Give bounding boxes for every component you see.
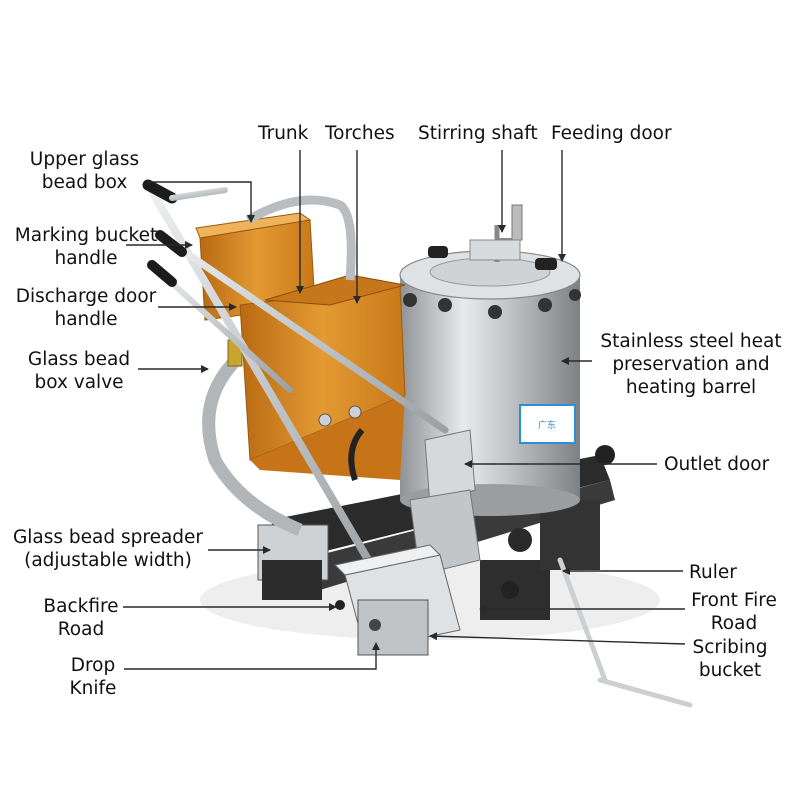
leader-drop-knife	[124, 642, 380, 670]
label-glass-bead-spreader: Glass bead spreader (adjustable width)	[12, 527, 204, 571]
label-stirring-shaft: Stirring shaft	[418, 123, 538, 144]
outlet-scribing-assembly	[333, 429, 481, 656]
label-outlet-door: Outlet door	[664, 454, 770, 475]
label-front-fire-road: Front Fire Road	[691, 590, 777, 634]
label-scribing-bucket: Scribing bucket	[692, 637, 768, 681]
label-marking-bucket-handle: Marking bucket handle	[14, 225, 158, 269]
leader-upper-glass-bead-box	[147, 181, 255, 223]
label-ruler: Ruler	[689, 562, 737, 583]
label-trunk: Trunk	[258, 123, 309, 144]
barrel-brand-plate: 广东	[538, 419, 556, 431]
leader-scribing-bucket	[429, 632, 686, 645]
label-stainless-barrel: Stainless steel heat preservation and he…	[600, 331, 782, 398]
label-drop-knife: Drop Knife	[69, 655, 117, 699]
glass-bead-hose	[202, 353, 303, 536]
stirring-shaft-crank	[469, 204, 523, 262]
label-feeding-door: Feeding door	[551, 123, 672, 144]
label-upper-glass-bead-box: Upper glass bead box	[29, 149, 140, 193]
label-torches: Torches	[325, 123, 395, 144]
trunk-pipe	[245, 195, 356, 281]
handle-rods	[142, 179, 693, 708]
label-discharge-door-handle: Discharge door handle	[15, 286, 157, 330]
label-glass-bead-box-valve: Glass bead box valve	[27, 349, 131, 393]
label-backfire-road: Backfire Road	[43, 596, 119, 640]
